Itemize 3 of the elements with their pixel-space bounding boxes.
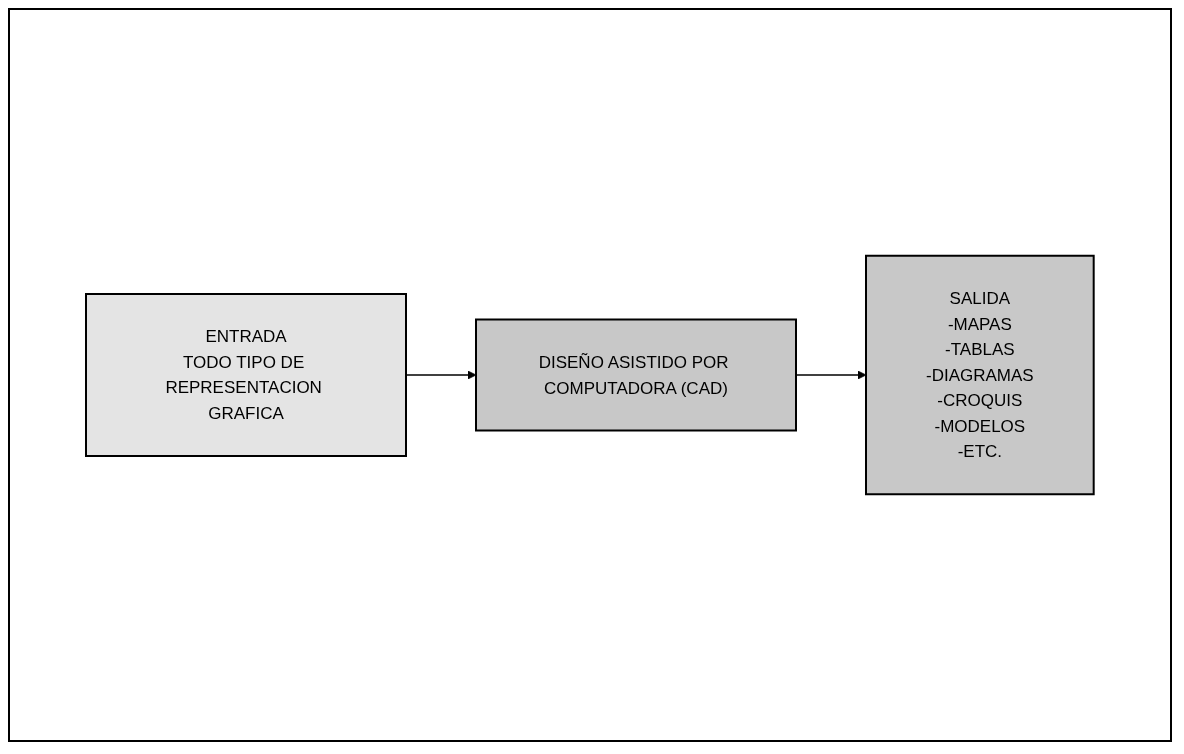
node-box: SALIDA -MAPAS -TABLAS -DIAGRAMAS -CROQUIS -MODELOS -ETC. — [865, 254, 1095, 496]
node-box: ENTRADA TODO TIPO DE REPRESENTACION GRAFICA — [85, 293, 408, 457]
node-box: DISEÑO ASISTIDO POR COMPUTADORA (CAD) — [475, 318, 798, 432]
